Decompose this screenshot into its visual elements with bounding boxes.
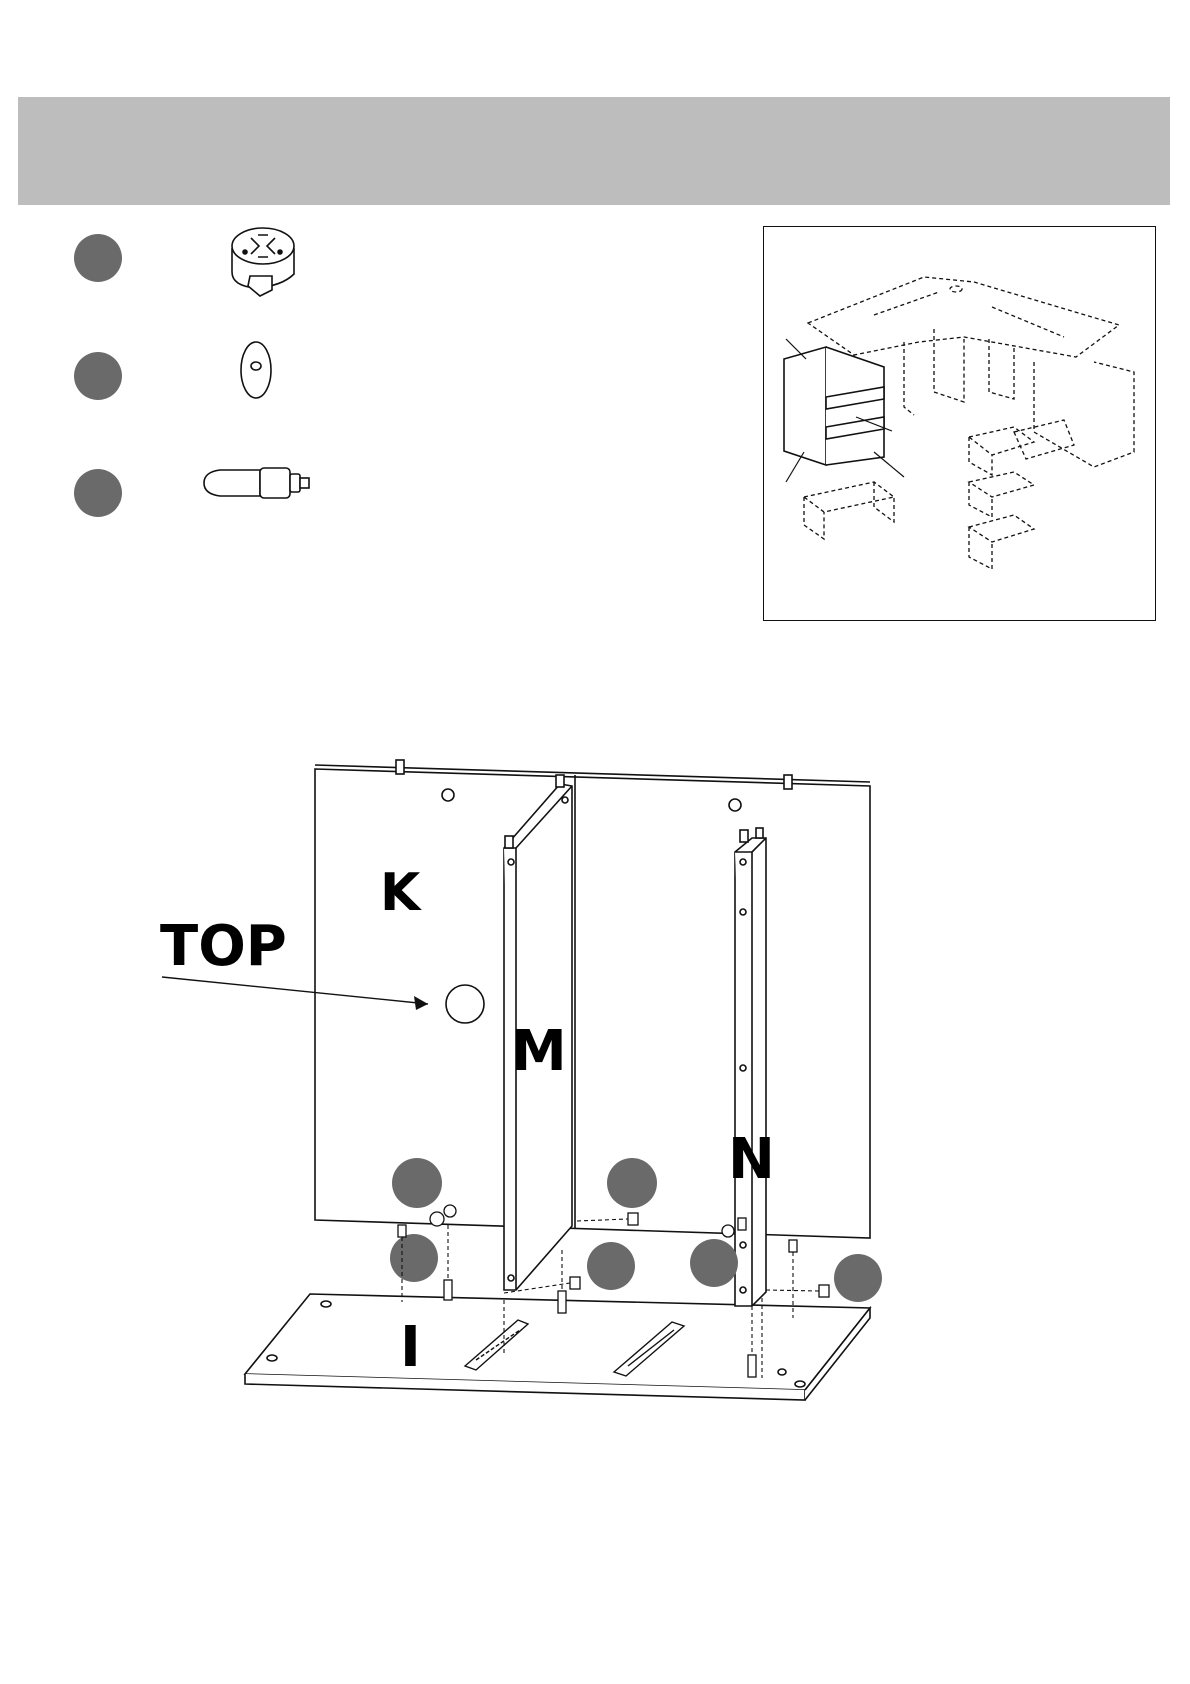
label-panel-m: M xyxy=(511,1019,567,1084)
panel-n xyxy=(735,828,766,1306)
panel-k xyxy=(315,760,870,1238)
label-panel-i: I xyxy=(400,1315,421,1380)
label-top: TOP xyxy=(160,914,287,979)
label-panel-n: N xyxy=(728,1127,775,1192)
label-panel-k: K xyxy=(380,863,422,923)
